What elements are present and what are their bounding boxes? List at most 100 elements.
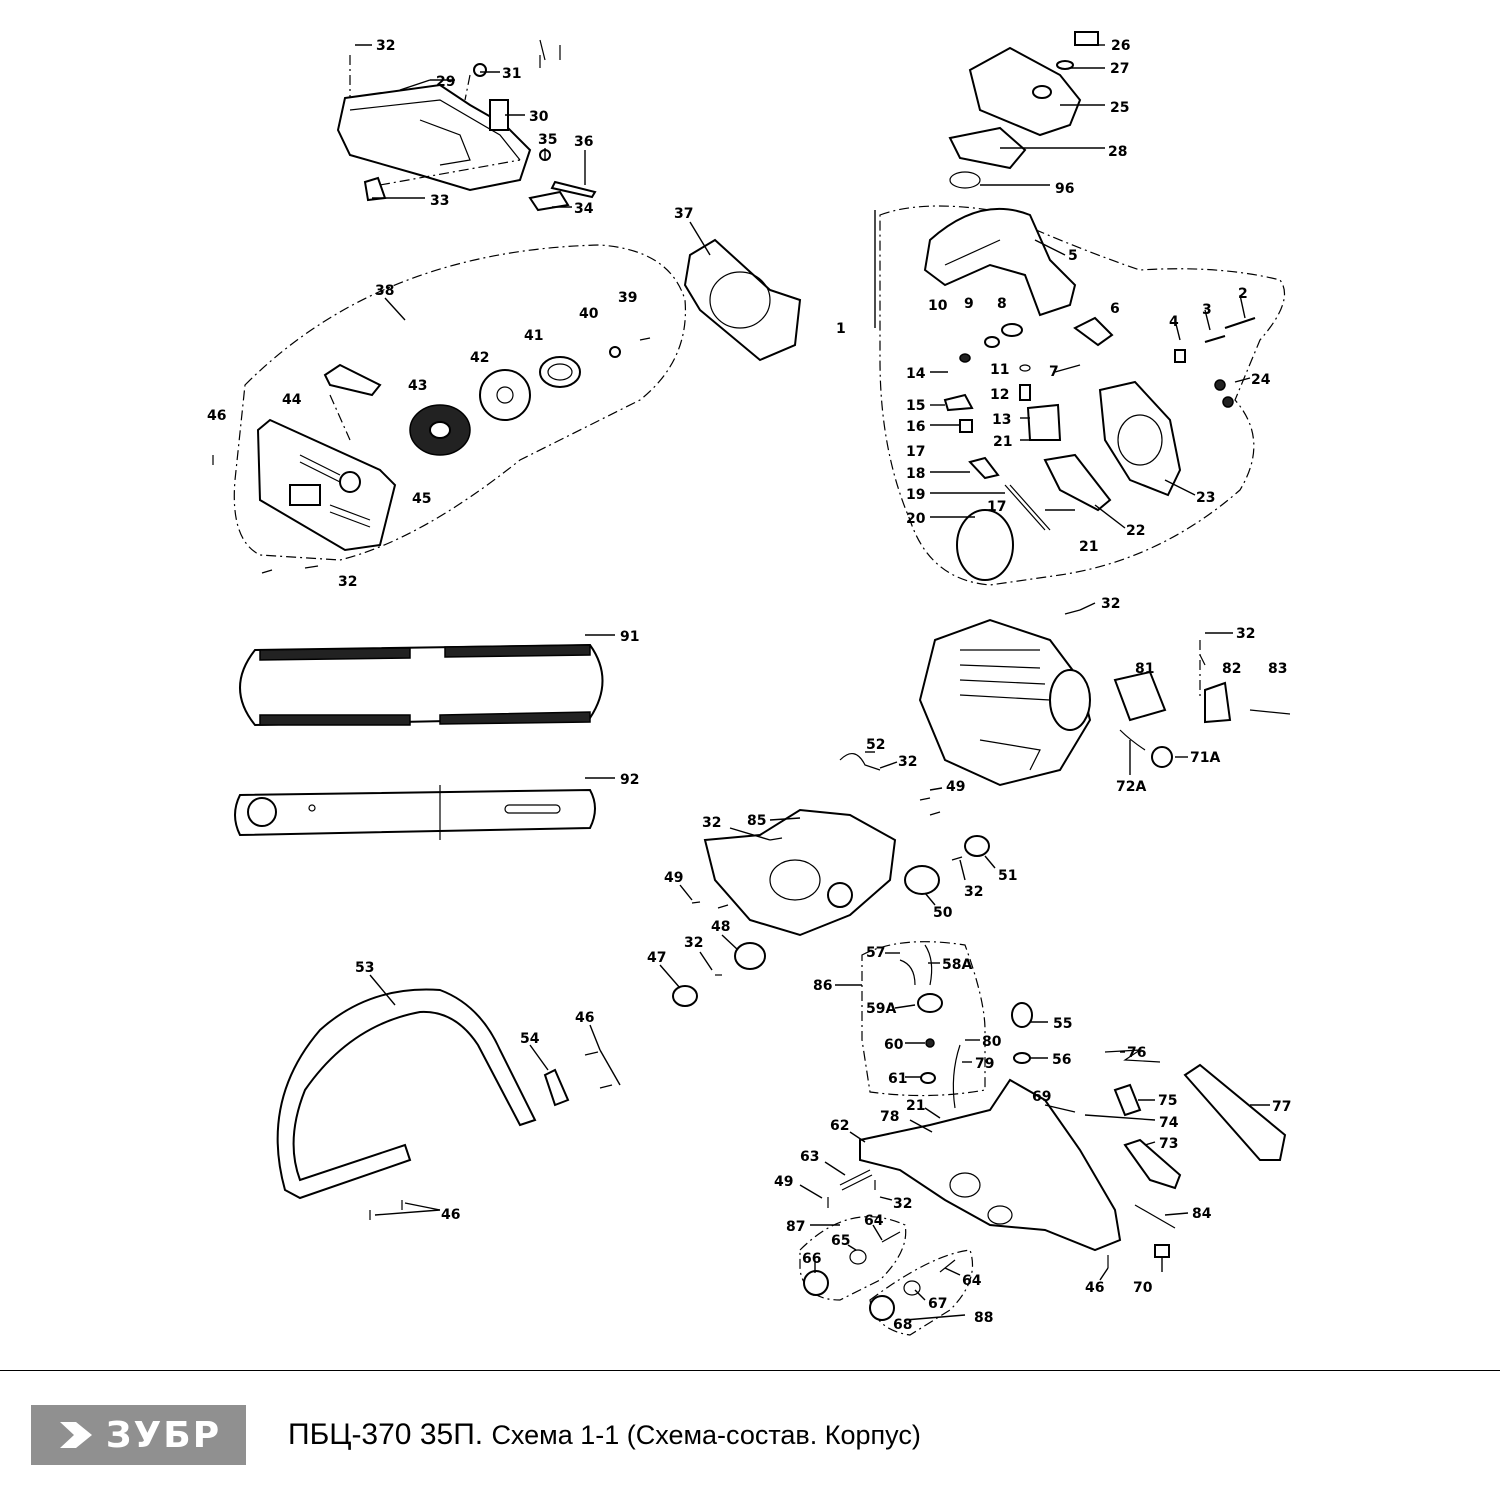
rear-handle-part (839, 1002, 1287, 1258)
part-label-12: 12 (990, 387, 1009, 403)
part-label-34: 34 (574, 201, 594, 217)
part-label-2: 2 (1238, 286, 1248, 302)
part-label-21: 21 (906, 1098, 925, 1114)
part-label-17: 17 (987, 499, 1006, 515)
part-label-64: 64 (962, 1273, 982, 1289)
page-title: ПБЦ-370 35П. Схема 1-1 (Схема-состав. Ко… (288, 1418, 921, 1452)
crankcase-part (672, 753, 990, 1007)
part-label-58A: 58A (942, 957, 972, 973)
part-label-49: 49 (774, 1174, 793, 1190)
part-label-30: 30 (529, 109, 549, 125)
cap-parts (803, 1231, 956, 1321)
oil-pump-group-outline (861, 941, 986, 1097)
starter-group-outline (233, 244, 687, 561)
part-label-14: 14 (906, 366, 926, 382)
part-label-65: 65 (831, 1233, 850, 1249)
part-label-24: 24 (1251, 372, 1271, 388)
part-label-81: 81 (1135, 661, 1154, 677)
part-label-4: 4 (1169, 314, 1179, 330)
brand-logo: ЗУБР (31, 1405, 246, 1465)
scheme-description: Схема 1-1 (Схема-состав. Корпус) (491, 1420, 921, 1450)
part-label-78: 78 (880, 1109, 899, 1125)
part-label-8: 8 (997, 296, 1007, 312)
part-label-63: 63 (800, 1149, 819, 1165)
part-label-32: 32 (893, 1196, 912, 1212)
part-label-86: 86 (813, 978, 832, 994)
part-label-31: 31 (502, 66, 521, 82)
part-label-22: 22 (1126, 523, 1145, 539)
front-handle-part (276, 988, 570, 1200)
part-label-25: 25 (1110, 100, 1129, 116)
part-label-85: 85 (747, 813, 766, 829)
part-label-11: 11 (990, 362, 1009, 378)
part-label-6: 6 (1110, 301, 1120, 317)
part-label-37: 37 (674, 206, 693, 222)
part-label-64: 64 (864, 1213, 884, 1229)
part-label-35: 35 (538, 132, 557, 148)
part-label-38: 38 (375, 283, 394, 299)
part-label-91: 91 (620, 629, 639, 645)
air-filter-cover-part (948, 31, 1099, 189)
part-label-41: 41 (524, 328, 543, 344)
part-label-32: 32 (1236, 626, 1255, 642)
part-label-32: 32 (964, 884, 983, 900)
part-label-61: 61 (888, 1071, 907, 1087)
part-label-66: 66 (802, 1251, 821, 1267)
part-label-26: 26 (1111, 38, 1130, 54)
part-label-84: 84 (1192, 1206, 1212, 1222)
part-label-46: 46 (207, 408, 226, 424)
part-label-80: 80 (982, 1034, 1002, 1050)
part-label-32: 32 (1101, 596, 1120, 612)
part-label-54: 54 (520, 1031, 540, 1047)
part-labels: 32 29 31 30 35 36 33 34 37 38 39 40 41 4… (207, 38, 1291, 1333)
part-label-44: 44 (282, 392, 302, 408)
parts-diagram: 32 29 31 30 35 36 33 34 37 38 39 40 41 4… (207, 31, 1291, 1336)
model-name: ПБЦ-370 35П. (288, 1418, 484, 1451)
part-label-75: 75 (1158, 1093, 1177, 1109)
part-label-46: 46 (1085, 1280, 1104, 1296)
part-label-60: 60 (884, 1037, 904, 1053)
part-label-67: 67 (928, 1296, 947, 1312)
part-label-48: 48 (711, 919, 730, 935)
part-label-18: 18 (906, 466, 925, 482)
part-label-27: 27 (1110, 61, 1129, 77)
part-label-32: 32 (338, 574, 357, 590)
flywheel-cover-part (683, 238, 802, 362)
part-label-32: 32 (702, 815, 721, 831)
part-label-55: 55 (1053, 1016, 1072, 1032)
brake-parts (923, 207, 1256, 581)
oil-pump-parts (899, 944, 943, 1084)
part-label-83: 83 (1268, 661, 1287, 677)
part-label-49: 49 (946, 779, 965, 795)
part-label-88: 88 (974, 1310, 993, 1326)
starter-parts (256, 337, 651, 552)
part-label-96: 96 (1055, 181, 1074, 197)
part-label-21: 21 (993, 434, 1012, 450)
part-label-46: 46 (441, 1207, 460, 1223)
part-label-68: 68 (893, 1317, 912, 1333)
part-label-72A: 72A (1116, 779, 1146, 795)
part-label-33: 33 (430, 193, 449, 209)
part-label-49: 49 (664, 870, 683, 886)
part-label-51: 51 (998, 868, 1017, 884)
part-label-32: 32 (376, 38, 395, 54)
part-label-21: 21 (1079, 539, 1098, 555)
part-label-52: 52 (866, 737, 885, 753)
top-cover-part (336, 39, 597, 212)
part-label-92: 92 (620, 772, 639, 788)
part-label-3: 3 (1202, 302, 1212, 318)
part-label-36: 36 (574, 134, 593, 150)
part-label-59A: 59A (866, 1001, 896, 1017)
part-label-50: 50 (933, 905, 953, 921)
part-label-7: 7 (1049, 364, 1059, 380)
footer-divider (0, 1370, 1500, 1371)
part-label-53: 53 (355, 960, 374, 976)
part-label-23: 23 (1196, 490, 1215, 506)
brand-name: ЗУБР (105, 1414, 222, 1456)
fasteners (212, 455, 1206, 1268)
part-label-56: 56 (1052, 1052, 1071, 1068)
part-label-73: 73 (1159, 1136, 1178, 1152)
guide-bar-part (234, 785, 596, 840)
part-label-74: 74 (1159, 1115, 1179, 1131)
part-label-79: 79 (975, 1056, 994, 1072)
